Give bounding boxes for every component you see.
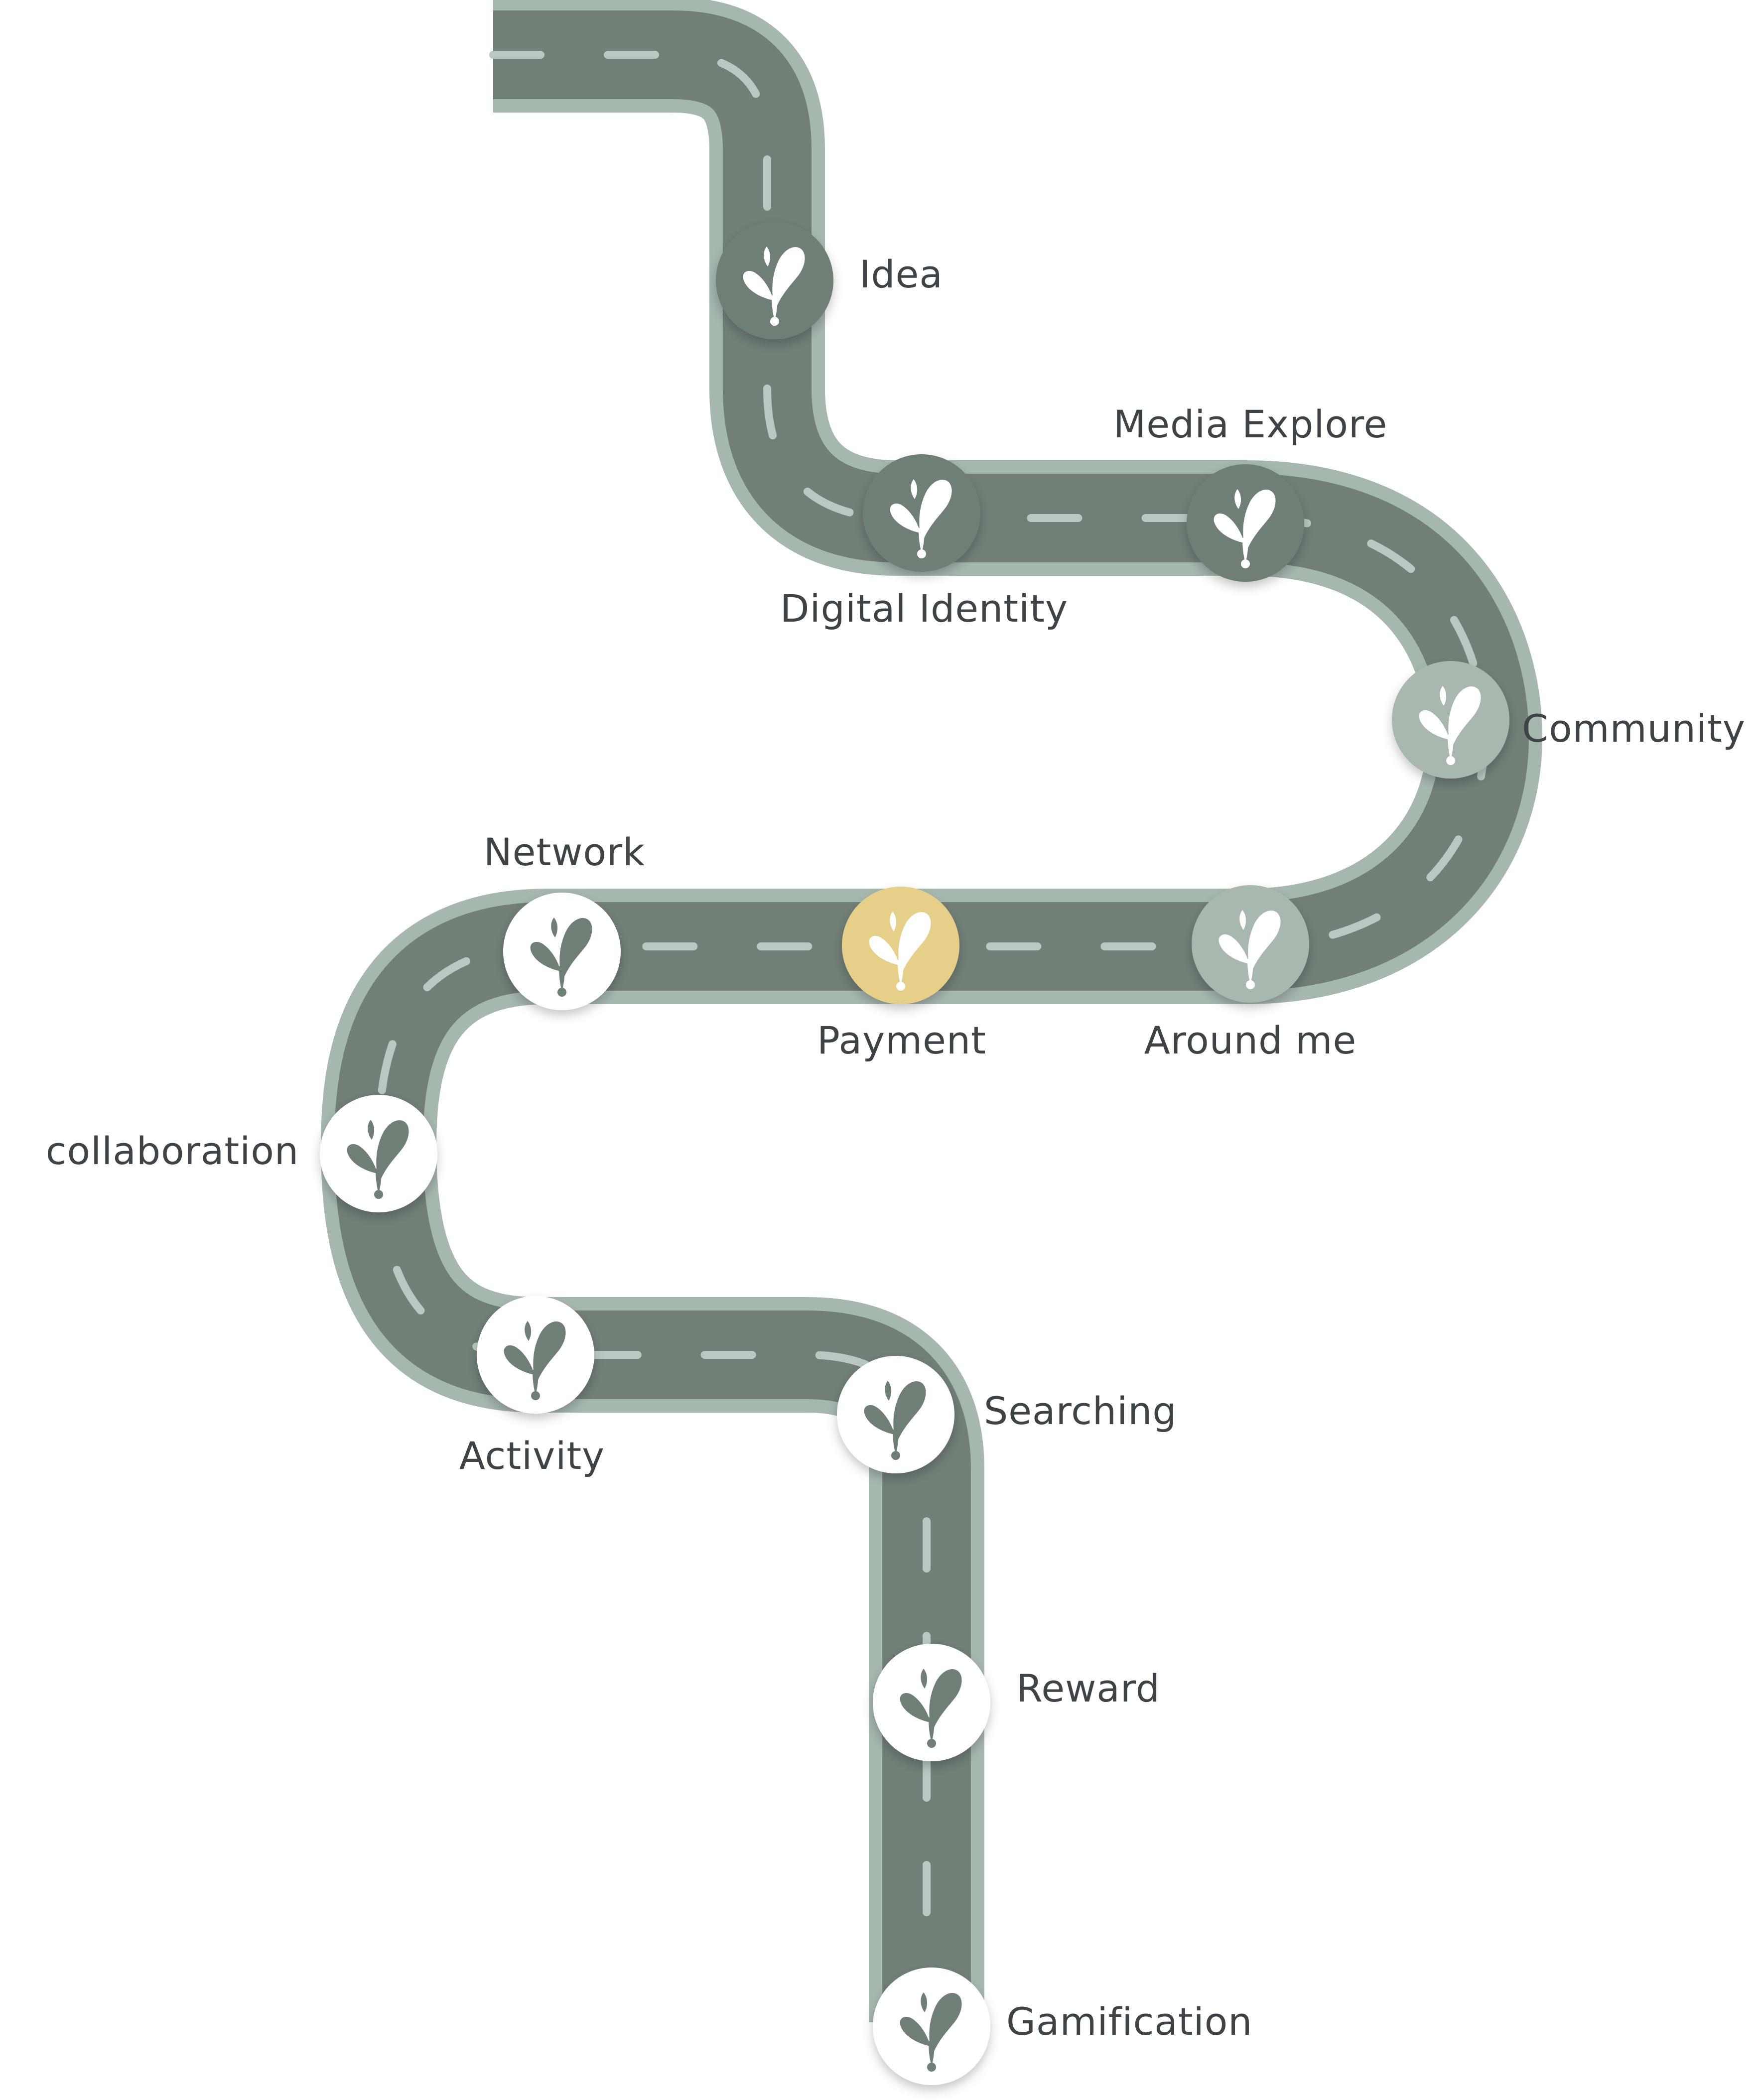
milestone-network[interactable]: Network (484, 830, 645, 1010)
milestone-payment[interactable]: Payment (817, 887, 986, 1062)
sprout-drop-icon (1214, 489, 1276, 568)
milestone-label: Activity (459, 1434, 605, 1478)
sprout-drop-icon (900, 1669, 962, 1748)
milestone-reward[interactable]: Reward (873, 1644, 1160, 1761)
milestone-label: Gamification (1006, 1999, 1252, 2044)
sprout-drop-icon (743, 247, 805, 326)
milestone-label: Reward (1016, 1666, 1160, 1710)
milestone-activity[interactable]: Activity (459, 1296, 605, 1478)
milestone-label: Searching (984, 1389, 1177, 1433)
sprout-drop-icon (347, 1120, 409, 1199)
milestone-digital-identity[interactable]: Digital Identity (780, 454, 1068, 631)
milestone-gamification[interactable]: Gamification (873, 1968, 1252, 2085)
sprout-drop-icon (504, 1321, 566, 1400)
milestone-label: Media Explore (1113, 402, 1388, 446)
sprout-drop-icon (1419, 686, 1481, 765)
sprout-drop-icon (890, 479, 952, 558)
milestone-searching[interactable]: Searching (837, 1356, 1177, 1473)
milestone-label: Digital Identity (780, 586, 1068, 631)
milestone-label: Community (1522, 706, 1746, 751)
milestone-around-me[interactable]: Around me (1144, 885, 1357, 1062)
milestone-label: Around me (1144, 1018, 1357, 1062)
milestone-idea[interactable]: Idea (716, 222, 943, 339)
milestone-community[interactable]: Community (1392, 661, 1746, 779)
sprout-drop-icon (1219, 910, 1281, 989)
sprout-drop-icon (530, 918, 592, 997)
sprout-drop-icon (869, 912, 931, 991)
sprout-drop-icon (864, 1381, 926, 1460)
milestone-label: Payment (817, 1018, 986, 1062)
milestone-label: Network (484, 830, 645, 874)
milestone-label: collaboration (46, 1129, 299, 1173)
milestone-label: Idea (859, 252, 943, 296)
sprout-drop-icon (900, 1992, 962, 2072)
milestone-collaboration[interactable]: collaboration (46, 1095, 437, 1212)
milestone-media-explore[interactable]: Media Explore (1113, 402, 1388, 582)
